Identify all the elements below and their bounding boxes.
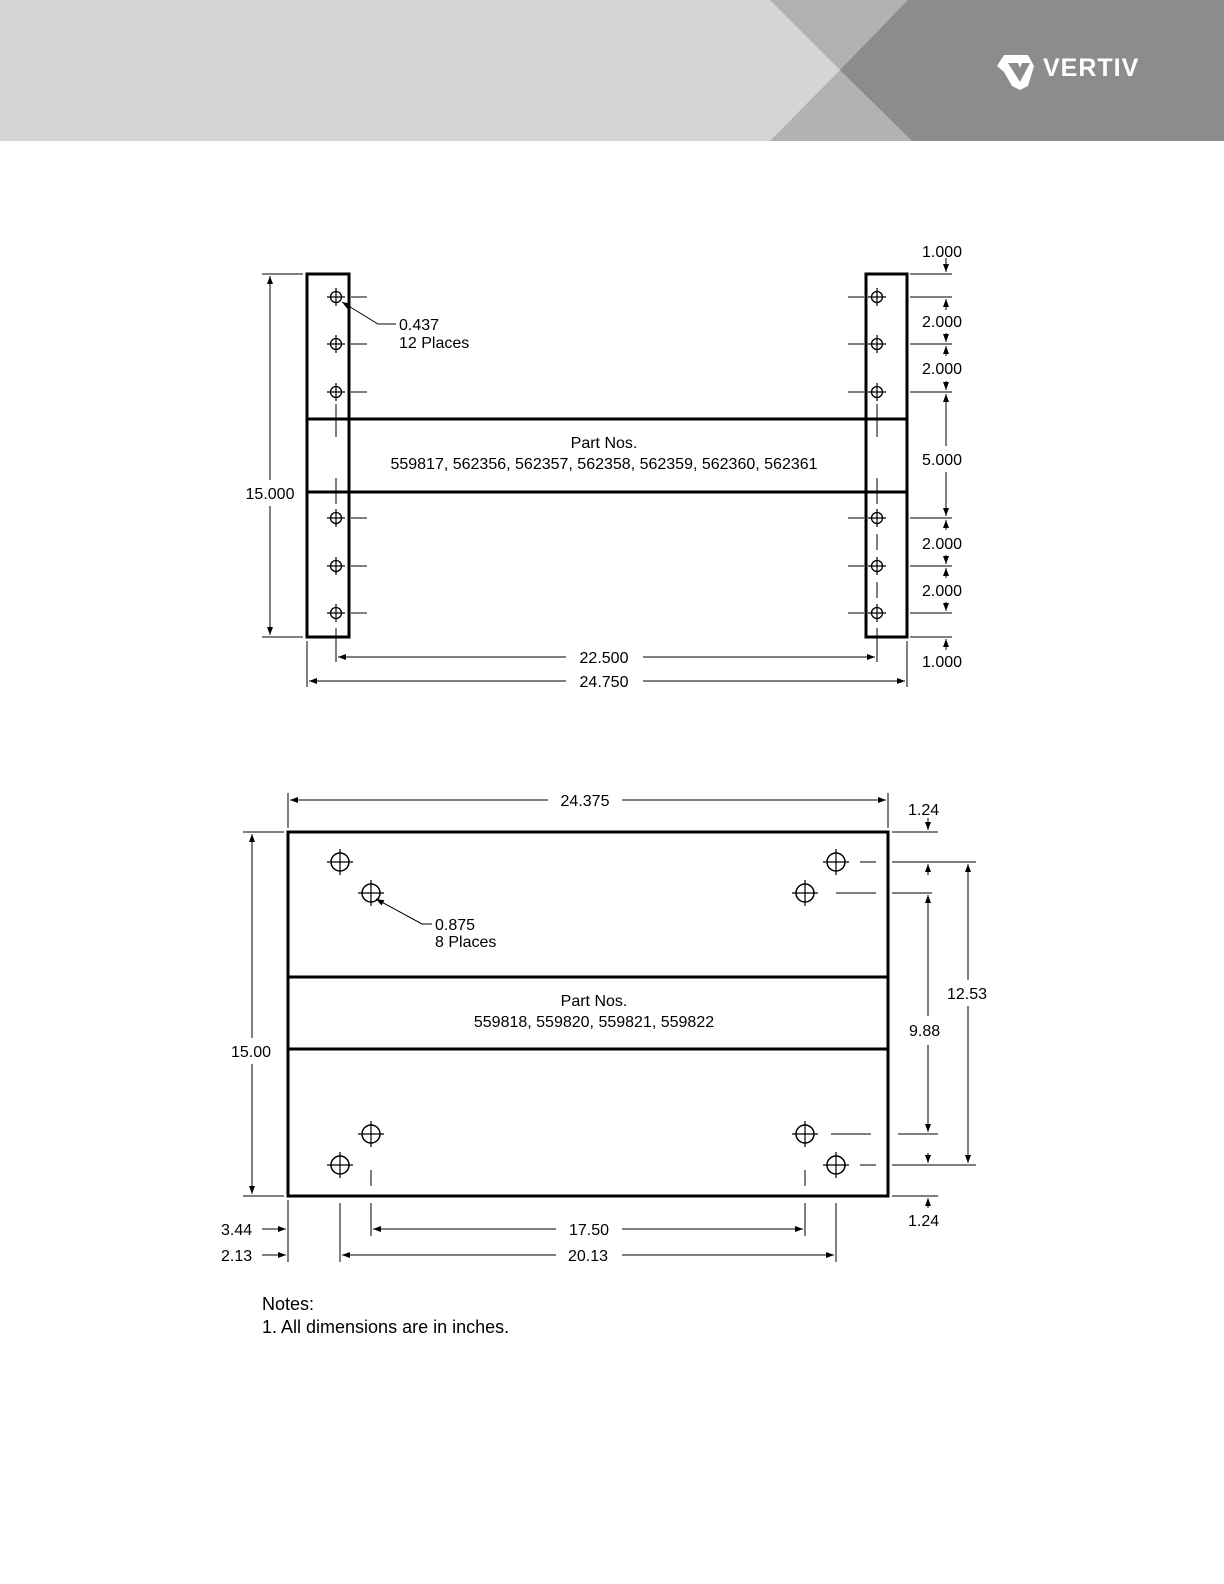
mounting-hole [822, 1151, 850, 1179]
notes-title: Notes: [262, 1294, 315, 1314]
hole-span-label: 22.500 [580, 650, 629, 667]
mounting-hole [357, 879, 385, 907]
right-dim-label: 1.000 [922, 244, 962, 261]
height-dimension [262, 273, 303, 638]
outer-offset-label: 2.13 [221, 1248, 252, 1265]
right-dim-label: 2.000 [922, 536, 962, 553]
bottom-horizontal-dimensions [262, 1200, 837, 1262]
note-item: 1. All dimensions are in inches. [262, 1317, 510, 1337]
brand-name: VERTIV [1043, 54, 1140, 82]
part-numbers: 559818, 559820, 559821, 559822 [474, 1014, 714, 1031]
mounting-hole [867, 556, 887, 576]
mounting-hole [791, 1120, 819, 1148]
right-dim-label: 2.000 [922, 314, 962, 331]
top-offset-label: 1.24 [908, 802, 939, 819]
right-vertical-dimensions [892, 818, 976, 1208]
mounting-hole [326, 334, 346, 354]
mounting-hole [867, 334, 887, 354]
left-rail [305, 272, 351, 639]
hole-size-label: 0.875 [435, 917, 475, 934]
hole-center-marks [370, 861, 876, 1186]
header-background [0, 0, 1224, 141]
inner-offset-label: 3.44 [221, 1222, 252, 1239]
hole-size-leader [375, 898, 432, 925]
mounting-hole [791, 879, 819, 907]
right-dim-label: 2.000 [922, 361, 962, 378]
mounting-hole [867, 508, 887, 528]
overall-width-label: 24.375 [561, 793, 610, 810]
right-rail [864, 272, 909, 639]
mounting-hole [867, 382, 887, 402]
overall-width-label: 24.750 [580, 674, 629, 691]
right-dim-label: 5.000 [922, 452, 962, 469]
hole-size-label: 0.437 [399, 317, 439, 334]
height-label: 15.000 [246, 486, 295, 503]
drawing-2 [243, 793, 976, 1262]
mounting-hole [822, 848, 850, 876]
mounting-hole [326, 848, 354, 876]
mounting-hole [326, 556, 346, 576]
overall-width-dimension [306, 641, 908, 687]
mounting-hole [326, 287, 346, 307]
right-dim-label: 1.000 [922, 654, 962, 671]
hole-size-leader [341, 301, 396, 325]
inner-hole-span-v-label: 9.88 [909, 1023, 940, 1040]
bottom-offset-label: 1.24 [908, 1213, 939, 1230]
right-vertical-dimensions [910, 258, 952, 650]
height-label: 15.00 [231, 1044, 271, 1061]
mounting-hole [357, 1120, 385, 1148]
mounting-hole [326, 1151, 354, 1179]
hole-count-label: 8 Places [435, 934, 496, 951]
height-dimension [243, 831, 284, 1197]
mounting-hole [326, 603, 346, 623]
mounting-hole [867, 603, 887, 623]
outer-hole-span-h-label: 20.13 [568, 1248, 608, 1265]
part-title: Part Nos. [561, 993, 628, 1010]
notes-section: Notes: 1. All dimensions are in inches. [262, 1293, 509, 1339]
hole-count-label: 12 Places [399, 335, 469, 352]
part-numbers: 559817, 562356, 562357, 562358, 562359, … [390, 456, 817, 473]
vertiv-v-logo-icon [997, 55, 1034, 90]
hole-center-marks [335, 296, 878, 614]
mounting-hole [326, 508, 346, 528]
overall-width-dimension [287, 793, 889, 828]
mounting-hole [326, 382, 346, 402]
page-header: VERTIV [0, 0, 1224, 141]
base-plate [286, 830, 890, 1198]
outer-hole-span-v-label: 12.53 [947, 986, 987, 1003]
right-dim-label: 2.000 [922, 583, 962, 600]
inner-hole-span-h-label: 17.50 [569, 1222, 609, 1239]
part-title: Part Nos. [571, 435, 638, 452]
hole-span-dimension [335, 628, 878, 662]
drawing-1 [262, 258, 952, 687]
mounting-hole [867, 287, 887, 307]
